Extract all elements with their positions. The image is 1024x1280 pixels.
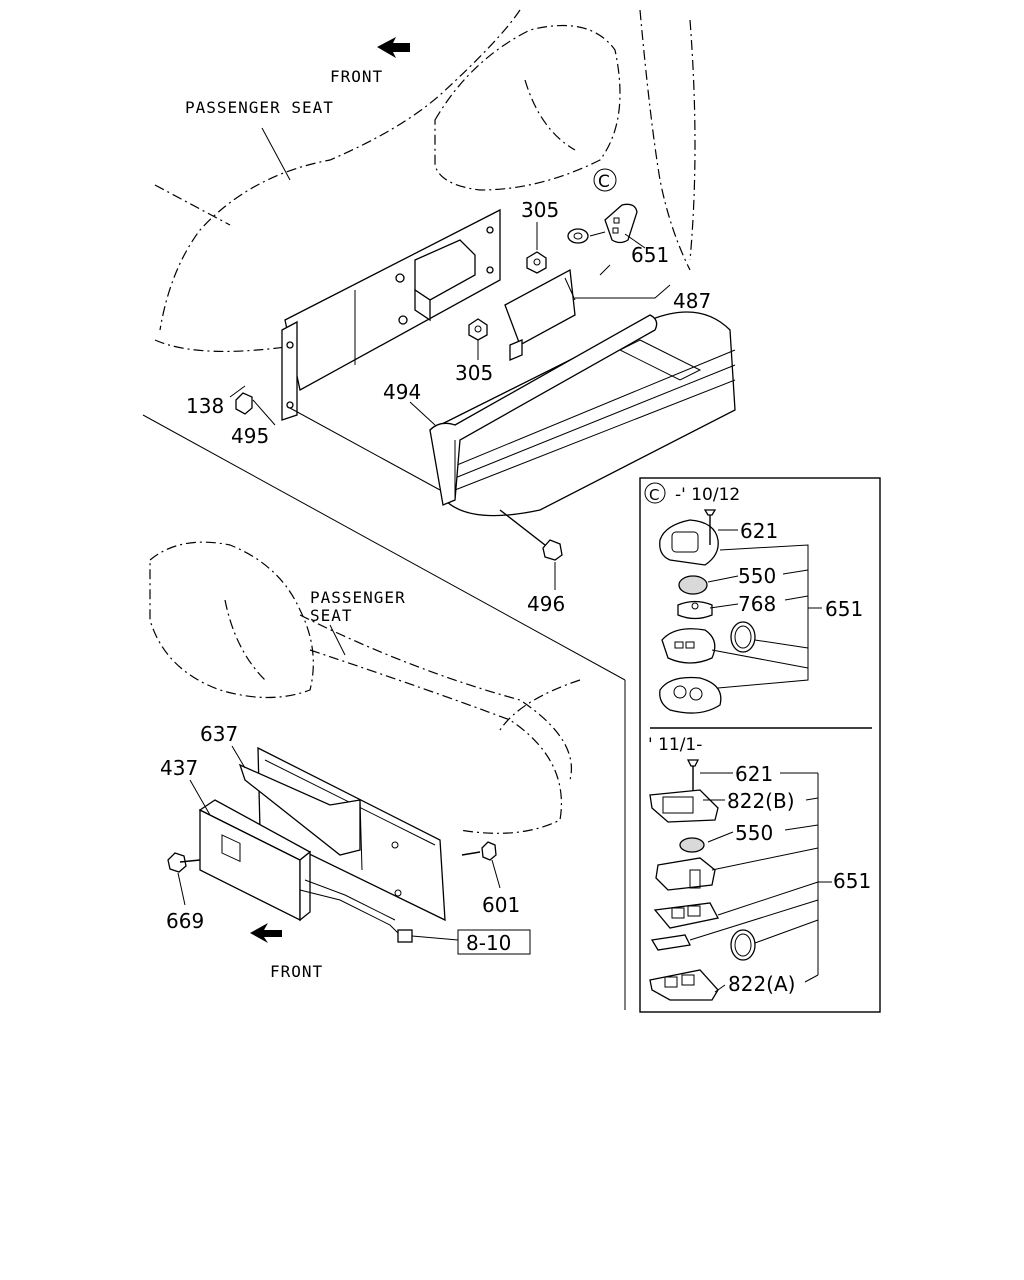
- inset-bottom-822a: 822(A): [728, 972, 795, 996]
- bolt-496: [499, 509, 563, 561]
- passenger-seat-label-bottom-2: SEAT: [310, 606, 353, 625]
- console-box: [429, 311, 736, 517]
- front-label-top: FRONT: [330, 67, 383, 86]
- callout-437: 437: [160, 756, 198, 780]
- inset-bottom-header: ' 11/1-: [648, 735, 702, 755]
- inset-panel: C -' 10/12 621 550 768 651 ' 11/1-: [639, 477, 881, 1013]
- nut-138: [235, 392, 253, 415]
- callout-494: 494: [383, 380, 421, 404]
- inset-bottom-621: 621: [735, 762, 773, 786]
- callout-495: 495: [231, 424, 269, 448]
- lower-module-assembly: [167, 746, 497, 943]
- callout-305-upper: 305: [521, 198, 559, 222]
- inset-top-621: 621: [740, 519, 778, 543]
- ref-box-8-10[interactable]: 8-10: [457, 929, 531, 955]
- lower-seat-outline: [149, 541, 581, 834]
- inset-marker-c: C: [649, 486, 659, 504]
- callout-601: 601: [482, 893, 520, 917]
- callout-637: 637: [200, 722, 238, 746]
- callout-305-lower: 305: [455, 361, 493, 385]
- key-marker-c-text: C: [598, 172, 610, 192]
- upper-seat-outline: [154, 9, 696, 352]
- callout-651-key: 651: [631, 243, 669, 267]
- key-fob-651: [567, 203, 638, 244]
- passenger-seat-label-top: PASSENGER SEAT: [185, 98, 334, 117]
- nut-305-upper: [526, 251, 547, 274]
- nut-305-lower: [468, 318, 488, 341]
- callout-496: 496: [527, 592, 565, 616]
- front-arrow-top: [377, 37, 410, 58]
- bracket-assembly: [281, 208, 576, 421]
- front-label-bottom: FRONT: [270, 962, 323, 981]
- inset-bottom-822b: 822(B): [727, 789, 795, 813]
- passenger-seat-label-bottom-1: PASSENGER: [310, 588, 406, 607]
- ref-8-10-text: 8-10: [466, 931, 511, 955]
- callout-669: 669: [166, 909, 204, 933]
- inset-top-550: 550: [738, 564, 776, 588]
- front-arrow-bottom: [250, 923, 282, 943]
- inset-top-header: -' 10/12: [675, 485, 740, 505]
- inset-top-651: 651: [825, 597, 863, 621]
- inset-top-768: 768: [738, 592, 776, 616]
- inset-bottom-550: 550: [735, 821, 773, 845]
- inset-bottom-651: 651: [833, 869, 871, 893]
- callout-138: 138: [186, 394, 224, 418]
- key-marker-c: C: [593, 168, 617, 192]
- callout-487: 487: [673, 289, 711, 313]
